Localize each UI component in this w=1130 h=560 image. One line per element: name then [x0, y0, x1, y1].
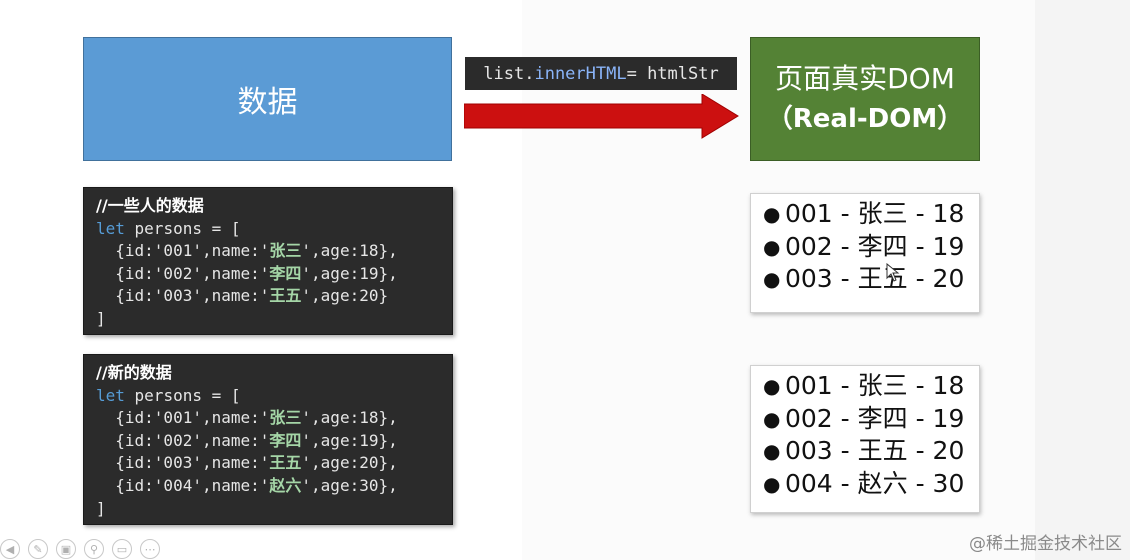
code-keyword: let — [96, 218, 125, 238]
list-item: ●003 - 王五 - 20 — [763, 263, 979, 296]
real-dom-box: 页面真实DOM （Real-DOM） — [750, 37, 980, 161]
code-row: {id:'002',name:'李四',age:19}, — [96, 430, 398, 450]
inner-html-label: list.innerHTML = htmlStr — [465, 57, 737, 90]
bullet-icon: ● — [763, 406, 781, 431]
code-row: {id:'003',name:'王五',age:20}, — [96, 453, 398, 473]
pen-icon[interactable]: ✎ — [28, 539, 48, 559]
list-item: ●004 - 赵六 - 30 — [763, 468, 979, 501]
bullet-icon: ● — [763, 374, 781, 398]
list-item: ●003 - 王五 - 20 — [763, 435, 979, 468]
list-item: ●002 - 李四 - 19 — [763, 231, 979, 264]
right-arrow-icon — [464, 94, 739, 139]
list-item: ●001 - 张三 - 18 — [763, 370, 979, 403]
real-dom-list-new: ●001 - 张三 - 18 ●002 - 李四 - 19 ●003 - 王五 … — [750, 365, 980, 513]
code-row: {id:'003',name:'王五',age:20} — [96, 286, 389, 306]
code-row: {id:'001',name:'张三',age:18}, — [96, 241, 398, 261]
code-decl: persons = [ — [124, 385, 241, 405]
right-margin — [1035, 0, 1130, 560]
watermark: @稀土掘金技术社区 — [969, 534, 1122, 554]
code-keyword: let — [96, 385, 125, 405]
prev-slide-icon[interactable]: ◀ — [0, 539, 20, 559]
real-dom-list-old: ●001 - 张三 - 18 ●002 - 李四 - 19 ●003 - 王五 … — [750, 193, 980, 313]
slides-icon[interactable]: ▣ — [56, 539, 76, 559]
slide-toolbar: ◀ ✎ ▣ ⚲ ▭ ⋯ — [0, 538, 160, 560]
code-prop: innerHTML — [534, 63, 627, 84]
bullet-icon: ● — [763, 439, 781, 463]
code-row: {id:'002',name:'李四',age:19}, — [96, 263, 398, 283]
bullet-icon: ● — [763, 202, 781, 226]
bullet-icon: ● — [763, 267, 781, 291]
code-block-old-data: //一些人的数据 let persons = [ {id:'001',name:… — [83, 187, 453, 335]
code-obj: list. — [483, 63, 535, 84]
real-dom-subtitle: （Real-DOM） — [766, 104, 964, 134]
data-box: 数据 — [83, 37, 452, 161]
bullet-icon: ● — [763, 234, 781, 259]
code-close: ] — [96, 498, 106, 518]
code-decl: persons = [ — [124, 218, 241, 238]
mouse-cursor-icon — [886, 263, 900, 282]
code-rest: = htmlStr — [626, 63, 719, 84]
more-icon[interactable]: ⋯ — [140, 539, 160, 559]
code-block-new-data: //新的数据 let persons = [ {id:'001',name:'张… — [83, 354, 453, 525]
code-row: {id:'001',name:'张三',age:18}, — [96, 408, 398, 428]
code-row: {id:'004',name:'赵六',age:30}, — [96, 475, 398, 495]
data-box-label: 数据 — [237, 85, 298, 120]
bullet-icon: ● — [763, 471, 781, 496]
screen-icon[interactable]: ▭ — [112, 539, 132, 559]
code-close: ] — [96, 308, 106, 328]
code-comment: //一些人的数据 — [96, 196, 204, 215]
code-comment: //新的数据 — [96, 363, 172, 382]
list-item: ●002 - 李四 - 19 — [763, 403, 979, 436]
real-dom-title: 页面真实DOM — [775, 62, 955, 95]
zoom-icon[interactable]: ⚲ — [84, 539, 104, 559]
list-item: ●001 - 张三 - 18 — [763, 198, 979, 231]
